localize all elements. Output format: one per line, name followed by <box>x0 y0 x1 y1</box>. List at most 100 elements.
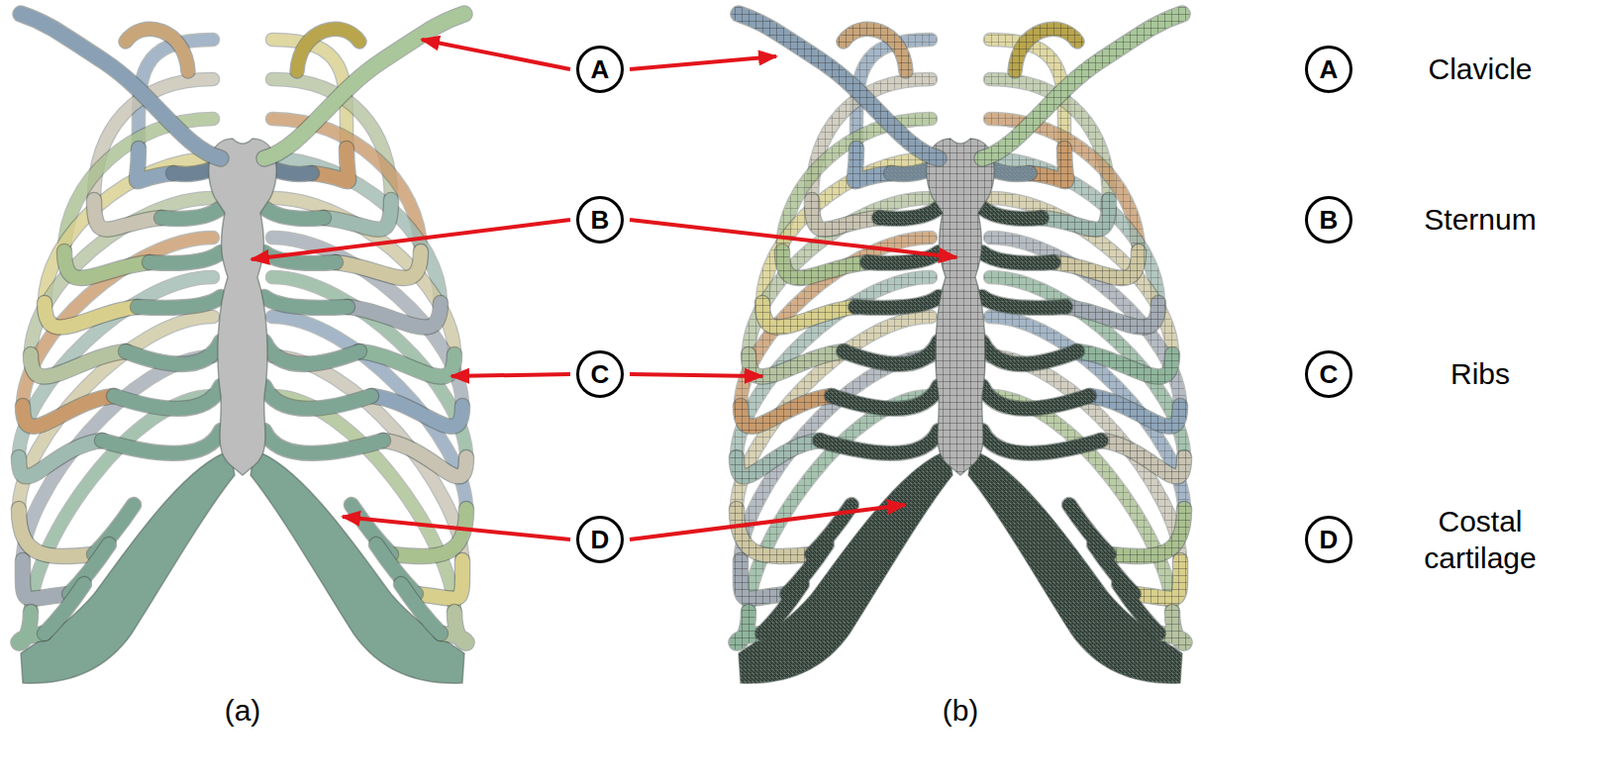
callout-letter: C <box>591 361 610 388</box>
callout-circle: C <box>576 350 624 399</box>
bone-edge <box>738 13 939 159</box>
bone-edge <box>736 508 812 557</box>
bone-stroke <box>125 341 221 365</box>
bone-stroke <box>264 297 348 308</box>
bone-stroke <box>137 297 221 308</box>
bone-stroke <box>738 13 939 159</box>
mesh-overlay <box>982 341 1078 365</box>
bone-stroke <box>44 584 85 634</box>
bone-edge <box>359 351 455 378</box>
bone-edge <box>819 430 939 454</box>
bone-stroke <box>1041 200 1109 230</box>
bone-stroke <box>161 207 221 219</box>
mesh-overlay <box>762 302 856 328</box>
bone-edge <box>137 297 221 308</box>
bone-stroke <box>982 341 1078 365</box>
part-name: Clavicle <box>1396 50 1565 89</box>
bone-edge <box>843 28 906 72</box>
bone-stroke <box>762 302 856 328</box>
bone-edge <box>1100 440 1185 477</box>
mesh-overlay <box>1014 28 1078 72</box>
callout-circle: B <box>576 196 624 244</box>
bone-stroke <box>982 13 1183 159</box>
bone-edge <box>1053 251 1139 279</box>
bone-stroke <box>843 28 906 72</box>
mesh-overlay <box>738 450 953 684</box>
mesh-overlay <box>819 430 939 454</box>
mesh-overlay <box>982 13 1183 159</box>
part-name: Ribs <box>1396 355 1565 394</box>
bone-edge <box>736 440 820 477</box>
callout-letter: A <box>591 56 610 83</box>
bone-edge <box>879 207 939 219</box>
rib-cage <box>17 13 467 684</box>
mesh-overlay <box>1108 508 1185 557</box>
bone-edge <box>1014 28 1078 72</box>
bone-stroke <box>44 302 138 328</box>
bone-edge <box>264 297 348 308</box>
mesh-overlay <box>762 584 802 634</box>
callout-letter: A <box>1319 56 1339 83</box>
mesh-overlay <box>843 341 939 365</box>
bone-edge <box>400 584 441 634</box>
bone-edge <box>264 386 372 409</box>
leader-arrow <box>251 219 571 260</box>
bone-edge <box>982 430 1101 454</box>
bone-stroke <box>762 584 802 634</box>
bone-edge <box>64 251 150 279</box>
mesh-overlay <box>982 207 1042 219</box>
callout-circle: D <box>1304 515 1353 564</box>
mesh-overlay <box>782 251 868 279</box>
bone-edge <box>391 508 467 557</box>
bone-edge <box>22 396 114 427</box>
bone-stroke <box>982 297 1066 308</box>
part-name: Costal cartilage <box>1396 502 1565 578</box>
mesh-overlay <box>811 200 880 230</box>
mesh-overlay <box>982 297 1066 308</box>
callout-circle: A <box>576 45 624 94</box>
bone-edge <box>982 13 1183 159</box>
bone-edge <box>843 341 939 365</box>
bone-edge <box>20 13 221 159</box>
bone-stroke <box>855 297 939 308</box>
callout-letter: D <box>1319 526 1339 553</box>
bone-stroke <box>982 252 1054 264</box>
bone-stroke <box>22 396 114 427</box>
mesh-overlay <box>982 386 1090 409</box>
leader-arrow <box>451 374 571 377</box>
mesh-overlay <box>1053 251 1139 279</box>
bone-edge <box>782 251 868 279</box>
rib-cage <box>735 13 1185 684</box>
bone-stroke <box>94 200 162 230</box>
bone-stroke <box>323 200 392 230</box>
mesh-overlay <box>736 440 820 477</box>
bone-edge <box>383 440 467 477</box>
bone-fill <box>20 450 235 684</box>
bone-stroke <box>335 251 421 279</box>
mesh-overlay <box>1118 584 1159 634</box>
bone-edge <box>44 302 138 328</box>
bone-stroke <box>400 584 441 634</box>
bone-fill <box>208 138 277 476</box>
bone-edge <box>149 252 221 264</box>
bone-stroke <box>347 302 441 328</box>
bone-edge <box>1077 351 1173 378</box>
bone-stroke <box>740 396 832 427</box>
bone-edge <box>335 251 421 279</box>
bone-stroke <box>819 430 939 454</box>
bone-stroke <box>782 251 868 279</box>
mesh-overlay <box>1089 396 1181 427</box>
bone-stroke <box>1089 396 1181 427</box>
callout-letter: C <box>1319 361 1339 388</box>
bone-stroke <box>359 351 455 378</box>
bone-edge <box>264 207 324 219</box>
bone-stroke <box>1100 440 1185 477</box>
bone-stroke <box>1108 508 1185 557</box>
bone-edge <box>125 28 189 72</box>
bone-fill <box>926 138 995 476</box>
bone-edge <box>982 207 1042 219</box>
bone-edge <box>323 200 392 230</box>
mesh-overlay <box>736 508 812 557</box>
mesh-overlay <box>1041 200 1109 230</box>
